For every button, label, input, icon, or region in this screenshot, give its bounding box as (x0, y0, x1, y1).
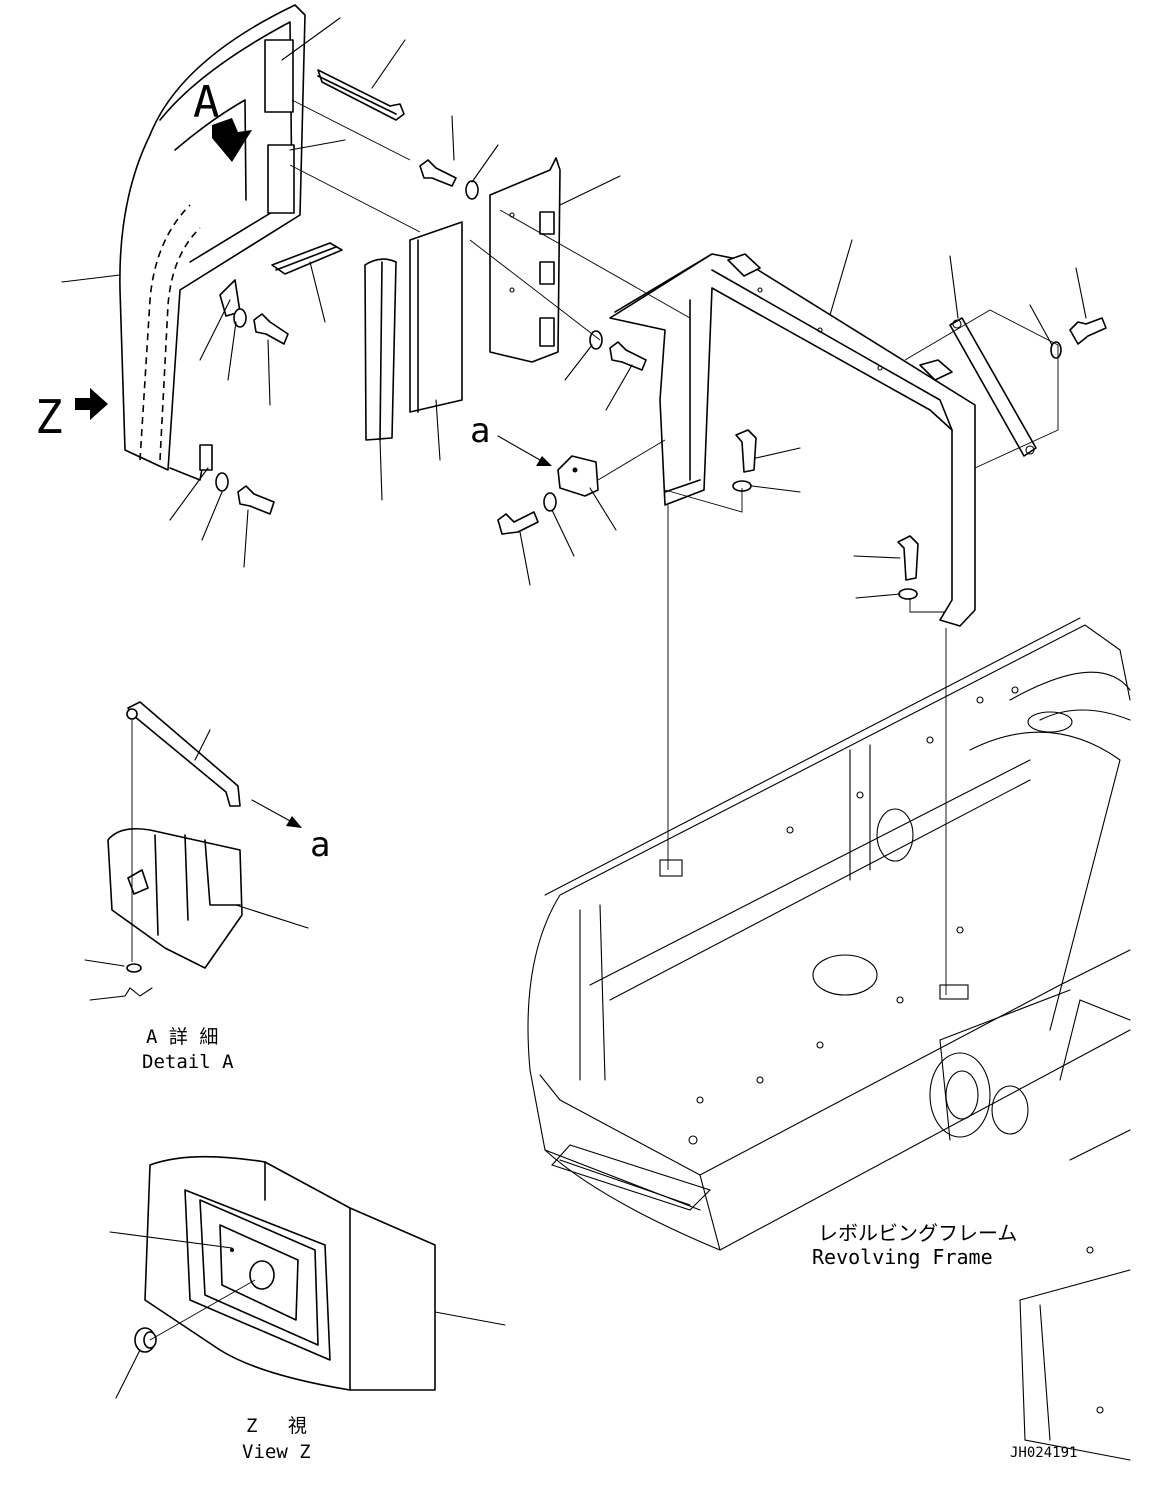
leader-lines (61, 17, 1087, 599)
washer (1050, 341, 1062, 359)
bolt (497, 511, 539, 535)
detail-a-callout: a (310, 825, 330, 865)
bolt (1069, 317, 1107, 345)
support-frame (609, 253, 976, 627)
view-z-arrow (75, 388, 108, 420)
bolt (735, 429, 757, 473)
detail-a-title-jp: A 詳 細 (146, 1026, 218, 1048)
small-bracket-a (557, 455, 599, 497)
drawing-number: JH024191 (1010, 1445, 1077, 1461)
stay-link (949, 317, 1037, 457)
latch-bracket-plate (489, 157, 561, 363)
view-z-title-jp: Z 視 (246, 1415, 307, 1437)
washer (233, 308, 247, 328)
revolving-frame-label-en: Revolving Frame (812, 1245, 993, 1269)
bolt (419, 159, 457, 187)
revolving-frame (527, 617, 1131, 1461)
washer (543, 492, 557, 512)
assembly-lines (289, 99, 1059, 995)
washer (215, 472, 229, 492)
rubber-strip-top (317, 69, 405, 121)
bracket-a-callout: a (470, 411, 490, 451)
washer (898, 588, 918, 600)
seal-pad-wide (409, 221, 463, 413)
revolving-frame-label-jp: レボルビングフレーム (818, 1221, 1017, 1245)
view-z-title-en: View Z (242, 1441, 311, 1463)
detail-a-title-en: Detail A (142, 1051, 234, 1073)
view-a-arrow (212, 118, 252, 162)
bolt (897, 535, 919, 581)
bolt (253, 313, 289, 345)
view-z-detail (109, 1155, 506, 1399)
bolt (237, 485, 275, 515)
side-cover-panel (119, 4, 306, 481)
view-z-callout: Z (35, 390, 63, 444)
grommet-part (134, 1327, 157, 1353)
washer (589, 330, 603, 350)
detail-a-view (84, 701, 309, 1001)
view-a-callout: A (193, 77, 220, 128)
arrow-to-bracket-a (497, 435, 552, 466)
seal-pad-narrow (364, 258, 397, 441)
washer (465, 180, 479, 200)
bolt (609, 341, 647, 371)
rubber-strip-bottom (271, 242, 343, 275)
